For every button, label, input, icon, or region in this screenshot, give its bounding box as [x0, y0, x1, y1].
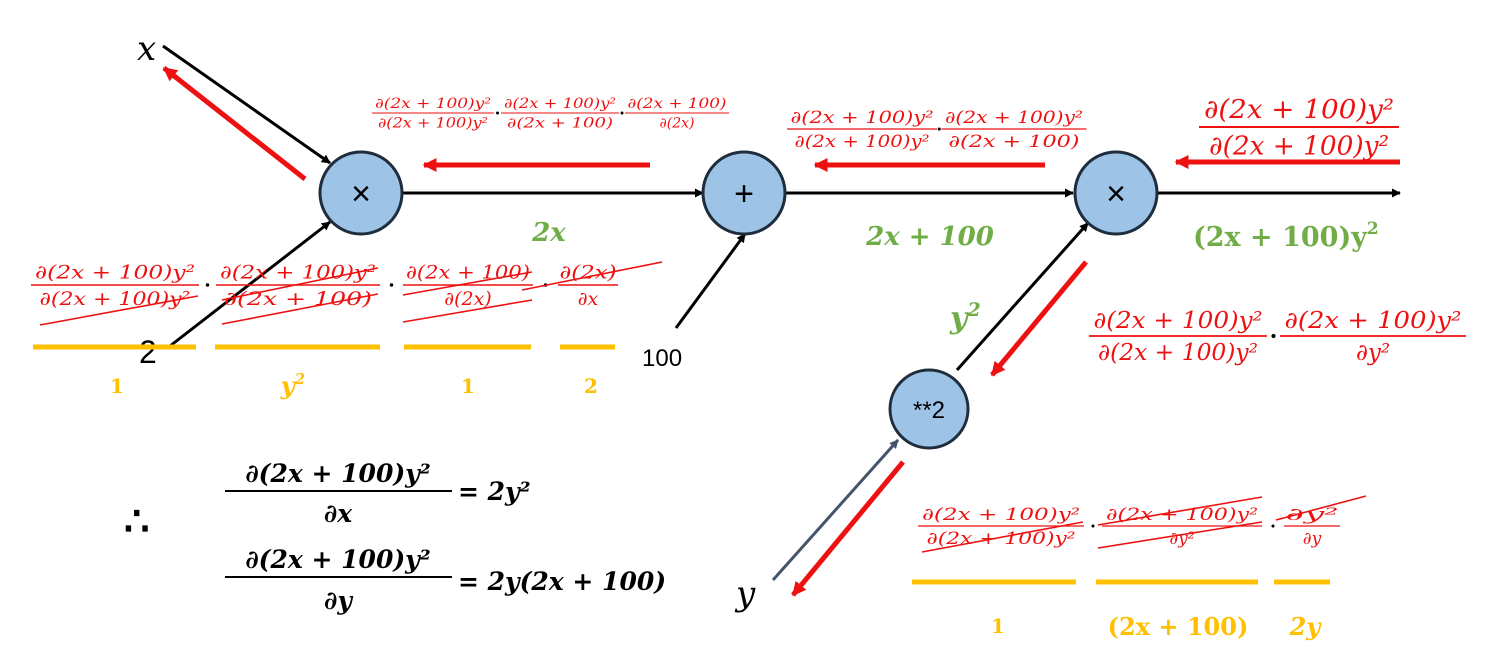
- result-dx: ∂(2x + 100)y² ∂x = 2y²: [225, 459, 531, 528]
- result-dx-numerator: ∂(2x + 100)y²: [245, 459, 430, 488]
- fraction-numerator: ∂y²: [1286, 505, 1339, 525]
- gradient-x-chain: ∂(2x + 100)y² ∂(2x + 100)y² ∂(2x + 100)y² ∂…: [31, 261, 618, 310]
- multiply-dot: [620, 111, 624, 115]
- fraction-denominator: ∂(2x + 100): [224, 288, 372, 310]
- fraction-numerator: ∂(2x + 100)y²: [1285, 308, 1462, 334]
- fraction-denominator: ∂x: [578, 288, 599, 310]
- gradient-add-edge: ∂(2x + 100)y² ∂(2x + 100)y² ∂(2x + 100)y² ∂…: [787, 108, 1087, 152]
- multiply-dot: [496, 111, 499, 115]
- input-2: 2: [139, 334, 157, 370]
- local-x-4: 2: [584, 374, 598, 398]
- grad-arrow-mul2-to-square: [990, 260, 1088, 377]
- result-dy: ∂(2x + 100)y² ∂y = 2y(2x + 100): [225, 545, 666, 615]
- therefore-symbol: ∴: [124, 498, 149, 545]
- edge-square-to-mul2: [955, 222, 1090, 371]
- edge-2-to-mul1: [169, 220, 331, 348]
- fraction-denominator: ∂y²: [1356, 340, 1390, 366]
- local-y-3: 2y: [1289, 612, 1323, 641]
- fraction-denominator: ∂(2x + 100): [507, 116, 613, 132]
- grad-arrow-square-to-y: [791, 460, 905, 597]
- local-x-3: 1: [461, 374, 475, 398]
- result-dx-rhs: = 2y²: [458, 477, 531, 506]
- fraction-denominator: ∂(2x): [660, 116, 695, 132]
- gradient-y2-edge: ∂(2x + 100)y² ∂(2x + 100)y² ∂(2x + 100)y² ∂…: [1089, 308, 1466, 366]
- multiply-dot: [389, 283, 394, 287]
- value-y-squared: y2: [949, 299, 981, 336]
- fraction-denominator: ∂(2x + 100)y²: [40, 288, 191, 310]
- local-y-1: 1: [991, 614, 1005, 638]
- node-add-label: +: [734, 175, 754, 213]
- cancellation-strikes: [39, 261, 1367, 553]
- fraction-numerator: ∂(2x + 100)y²: [922, 505, 1080, 525]
- strike-y-num-3: [1275, 495, 1367, 521]
- strike-y-den-1: [921, 521, 1084, 553]
- local-x-2: y2: [280, 370, 305, 400]
- strike-x-num-3: [402, 271, 533, 296]
- result-dy-numerator: ∂(2x + 100)y²: [245, 545, 430, 574]
- fraction-denominator: ∂(2x + 100)y²: [1209, 131, 1389, 161]
- fraction-numerator: ∂(2x + 100)y²: [791, 108, 934, 128]
- fraction-numerator: ∂(2x + 100)y²: [375, 96, 491, 112]
- value-2x-plus-100: 2x + 100: [865, 222, 994, 252]
- local-x-1: 1: [110, 374, 124, 398]
- value-2x: 2x: [531, 218, 566, 248]
- strike-y-num-2: [1097, 496, 1263, 526]
- fraction-numerator: ∂(2x + 100): [406, 261, 530, 283]
- input-x: x: [137, 29, 156, 69]
- value-output: (2x + 100)y2: [1193, 219, 1379, 253]
- fraction-numerator: ∂(2x + 100)y²: [504, 96, 616, 112]
- node-square: **2: [888, 368, 970, 450]
- fraction-denominator: ∂y: [1303, 529, 1322, 549]
- fraction-denominator: ∂(2x): [444, 288, 491, 310]
- multiply-dot: [205, 283, 210, 287]
- fraction-denominator: ∂(2x + 100)y²: [795, 132, 930, 152]
- strike-x-den-1: [39, 295, 199, 326]
- strike-x-den-3: [402, 299, 533, 323]
- fraction-numerator: ∂(2x + 100)y²: [35, 261, 195, 283]
- fraction-denominator: ∂(2x + 100)y²: [927, 529, 1076, 549]
- fraction-numerator: ∂(2x + 100)y²: [1106, 505, 1258, 525]
- strike-y-den-2: [1097, 521, 1263, 549]
- node-multiply-1-label: ×: [351, 175, 371, 213]
- edge-100-to-add: [674, 233, 747, 329]
- strike-x-den-2: [221, 293, 379, 325]
- fraction-numerator: ∂(2x + 100)y²: [220, 261, 376, 283]
- fraction-numerator: ∂(2x + 100)y²: [1094, 308, 1263, 334]
- strike-x-num-2: [221, 267, 379, 301]
- local-derivative-bars: [33, 344, 1330, 585]
- grad-arrow-mul1-to-x: [162, 66, 307, 181]
- result-dy-rhs: = 2y(2x + 100): [458, 567, 666, 596]
- fraction-numerator: ∂(2x + 100)y²: [945, 108, 1083, 128]
- multiply-dot: [1091, 524, 1095, 528]
- edge-x-to-mul1: [162, 44, 331, 165]
- edge-y-to-square: [771, 439, 900, 581]
- fraction-numerator: ∂(2x): [560, 261, 617, 283]
- local-y-2: (2x + 100): [1108, 612, 1249, 641]
- gradient-fractions: ∂(2x + 100)y²∂(2x + 100)y²∂(2x + 100)y²∂…: [31, 95, 1466, 549]
- node-square-label: **2: [913, 397, 945, 424]
- node-add: +: [701, 150, 787, 236]
- fraction-numerator: ∂(2x + 100)y²: [1204, 95, 1394, 125]
- input-y: y: [734, 574, 756, 614]
- fraction-denominator: ∂(2x + 100): [949, 132, 1080, 152]
- multiply-dot: [1271, 524, 1275, 528]
- result-dx-denominator: ∂x: [324, 499, 353, 528]
- fraction-denominator: ∂(2x + 100)y²: [378, 116, 488, 132]
- node-multiply-1: ×: [318, 150, 404, 236]
- multiply-dot: [937, 127, 941, 131]
- fraction-denominator: ∂(2x + 100)y²: [1098, 340, 1258, 366]
- result-dy-denominator: ∂y: [324, 586, 353, 615]
- fraction-denominator: ∂y²: [1169, 529, 1194, 549]
- gradient-mul1-edge: ∂(2x + 100)y² ∂(2x + 100)y² ∂(2x + 100)y² ∂…: [372, 96, 729, 132]
- node-multiply-2-label: ×: [1106, 175, 1126, 213]
- node-multiply-2: ×: [1073, 150, 1159, 236]
- multiply-dot: [1271, 333, 1276, 339]
- fraction-numerator: ∂(2x + 100): [628, 96, 727, 112]
- gradient-output: ∂(2x + 100)y² ∂(2x + 100)y²: [1199, 95, 1399, 161]
- input-100: 100: [642, 345, 682, 372]
- strike-x-num-4: [521, 261, 663, 291]
